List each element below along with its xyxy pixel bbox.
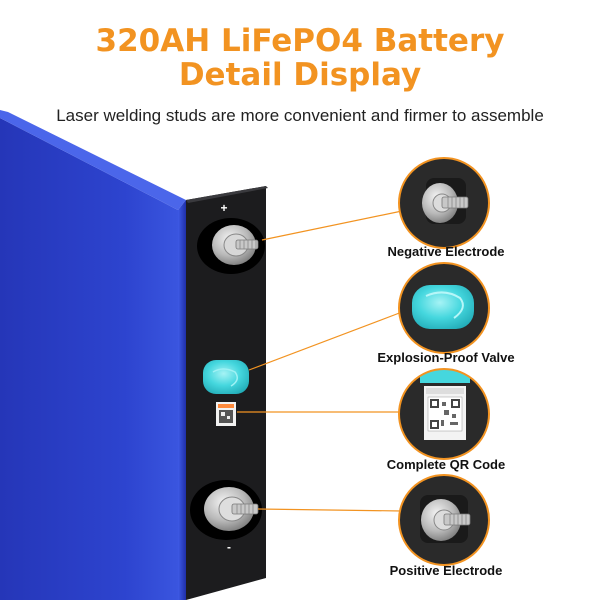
positive-sign: +: [220, 201, 228, 215]
title-line-1: 320AH LiFePO4 Battery: [95, 23, 505, 59]
page-subtitle: Laser welding studs are more convenient …: [56, 106, 544, 125]
negative-electrode-zoom: [398, 157, 490, 249]
qr-code-label: Complete QR Code: [386, 457, 506, 472]
bottom-terminal: [190, 480, 262, 540]
positive-electrode-label: Positive Electrode: [389, 563, 503, 578]
explosion-proof-valve-label: Explosion-Proof Valve: [377, 350, 515, 365]
battery-qr-sticker: [216, 402, 236, 426]
negative-electrode-label: Negative Electrode: [387, 244, 505, 259]
qr-code-zoom: [398, 368, 490, 460]
battery-body: [0, 110, 186, 600]
positive-electrode-zoom: [398, 474, 490, 566]
top-terminal: [197, 218, 265, 274]
title-line-2: Detail Display: [178, 57, 422, 93]
negative-sign: -: [227, 540, 231, 554]
valve-zoom: [398, 262, 490, 354]
battery-valve: [203, 360, 249, 394]
page-title: 320AH LiFePO4 Battery Detail Display: [0, 24, 600, 92]
callout-lines: [237, 210, 403, 512]
